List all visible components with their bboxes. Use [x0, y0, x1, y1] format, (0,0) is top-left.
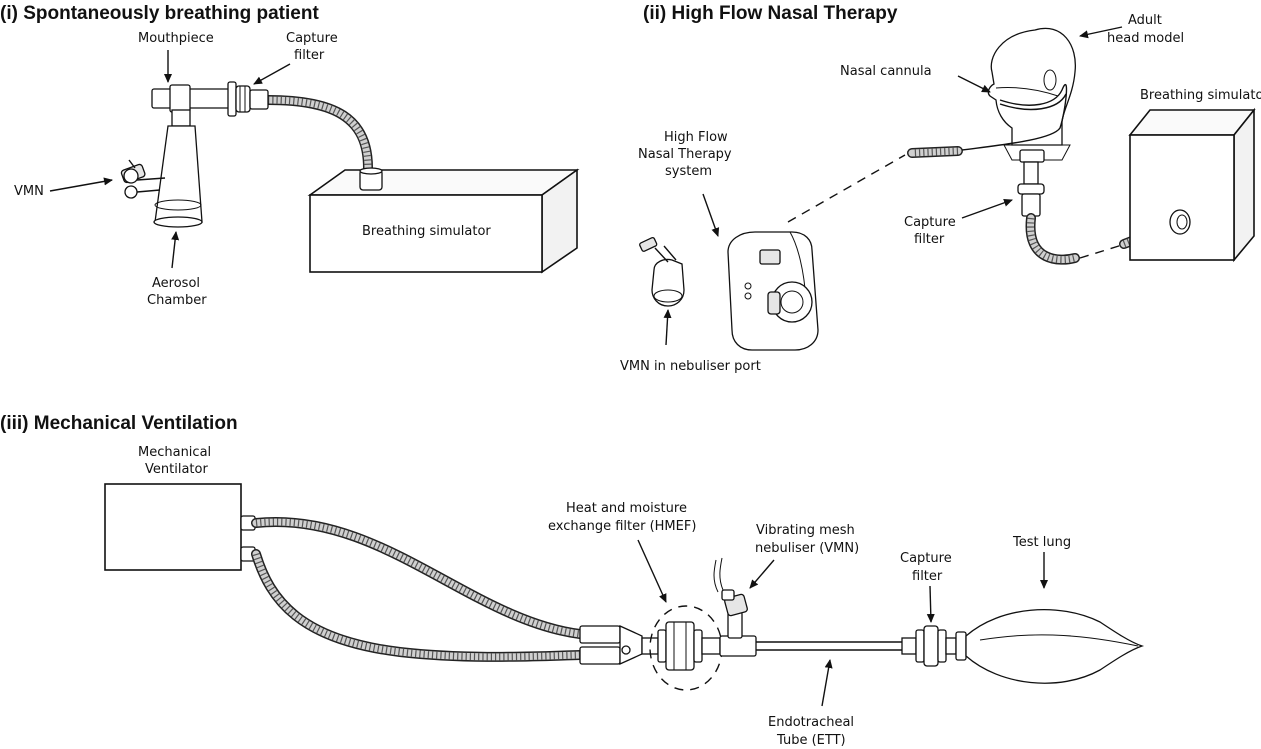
arrow-vmn-3: [749, 559, 775, 589]
label-hfnt-system-a: High Flow: [664, 130, 728, 145]
label-capture-filter-3b: filter: [912, 569, 943, 584]
label-mouthpiece: Mouthpiece: [138, 31, 214, 46]
label-ett-a: Endotracheal: [768, 715, 854, 730]
label-adult-head-b: head model: [1107, 31, 1184, 46]
hose-hfnt-head: [907, 146, 963, 158]
label-ventilator-b: Ventilator: [145, 462, 208, 477]
test-lung-bag: [965, 609, 1145, 684]
label-hmef-a: Heat and moisture: [566, 501, 687, 516]
aerosol-chamber: [153, 109, 203, 228]
label-aerosol-chamber-b: Chamber: [147, 293, 207, 308]
label-ventilator-a: Mechanical: [138, 445, 211, 460]
label-breathing-simulator-2: Breathing simulator: [1140, 88, 1261, 103]
mechanical-ventilator-box: [104, 483, 242, 571]
label-ett-b: Tube (ETT): [776, 733, 846, 748]
vmn-device-2: [639, 237, 685, 307]
label-hfnt-system-c: system: [665, 164, 712, 179]
arrow-capture-filter-2: [961, 198, 1013, 219]
hfnt-system-device: [727, 231, 819, 351]
panel-spontaneous: (i) Spontaneously breathing patient Brea…: [0, 3, 580, 308]
label-aerosol-chamber-a: Aerosol: [152, 276, 200, 291]
panel-title-spontaneous: (i) Spontaneously breathing patient: [0, 3, 319, 24]
label-hmef-b: exchange filter (HMEF): [548, 519, 696, 534]
arrow-hfnt-system: [702, 193, 720, 237]
label-capture-filter-2b: filter: [914, 232, 945, 247]
panel-title-hfnt: (ii) High Flow Nasal Therapy: [643, 3, 898, 24]
capture-filter-hfnt: [1017, 161, 1045, 217]
arrow-nasal-cannula: [957, 75, 991, 93]
label-capture-filter-3a: Capture: [900, 551, 952, 566]
breathing-simulator-box-1: [307, 167, 580, 274]
label-adult-head-a: Adult: [1128, 13, 1162, 28]
panel-mechanical: (iii) Mechanical Ventilation: [0, 413, 1145, 748]
endotracheal-tube: [756, 641, 902, 651]
hmef-filter: [641, 621, 721, 671]
label-vmn-1: VMN: [14, 184, 44, 199]
label-nasal-cannula: Nasal cannula: [840, 64, 932, 79]
arrow-vmn-port: [663, 309, 672, 346]
arrow-capture-filter-3: [926, 585, 935, 623]
hose-spontaneous: [263, 95, 373, 173]
arrow-adult-head: [1079, 26, 1123, 39]
dashed-link-hfnt-sim: [1079, 244, 1123, 259]
panel-hfnt: (ii) High Flow Nasal Therapy: [620, 3, 1261, 374]
arrow-hmef: [637, 539, 667, 603]
capture-filter-mv: [901, 625, 967, 667]
label-capture-filter-2a: Capture: [904, 215, 956, 230]
mouthpiece-assembly: [151, 81, 269, 117]
arrow-aerosol-chamber: [171, 231, 180, 269]
label-vmn-port: VMN in nebuliser port: [620, 359, 761, 374]
arrow-ett: [821, 659, 833, 707]
nasal-cannula-tube: [961, 83, 1068, 151]
label-capture-filter-1a: Capture: [286, 31, 338, 46]
adult-head-model: [987, 27, 1076, 163]
panel-title-mechanical: (iii) Mechanical Ventilation: [0, 413, 238, 434]
ventilator-hoses: [251, 516, 585, 662]
vmn-device-1: [120, 159, 166, 199]
label-test-lung: Test lung: [1012, 535, 1071, 550]
label-vmn-3a: Vibrating mesh: [756, 523, 855, 538]
arrow-vmn-1: [49, 177, 113, 192]
arrow-capture-filter-1: [253, 63, 291, 85]
label-breathing-simulator-1: Breathing simulator: [362, 224, 491, 239]
label-capture-filter-1b: filter: [294, 48, 325, 63]
breathing-simulator-box-2: [1128, 107, 1256, 263]
label-hfnt-system-b: Nasal Therapy: [638, 147, 732, 162]
dashed-link-hfnt-head: [787, 154, 906, 223]
label-vmn-3b: nebuliser (VMN): [755, 541, 859, 556]
vmn-device-3: [713, 557, 757, 657]
y-piece: [579, 624, 643, 666]
